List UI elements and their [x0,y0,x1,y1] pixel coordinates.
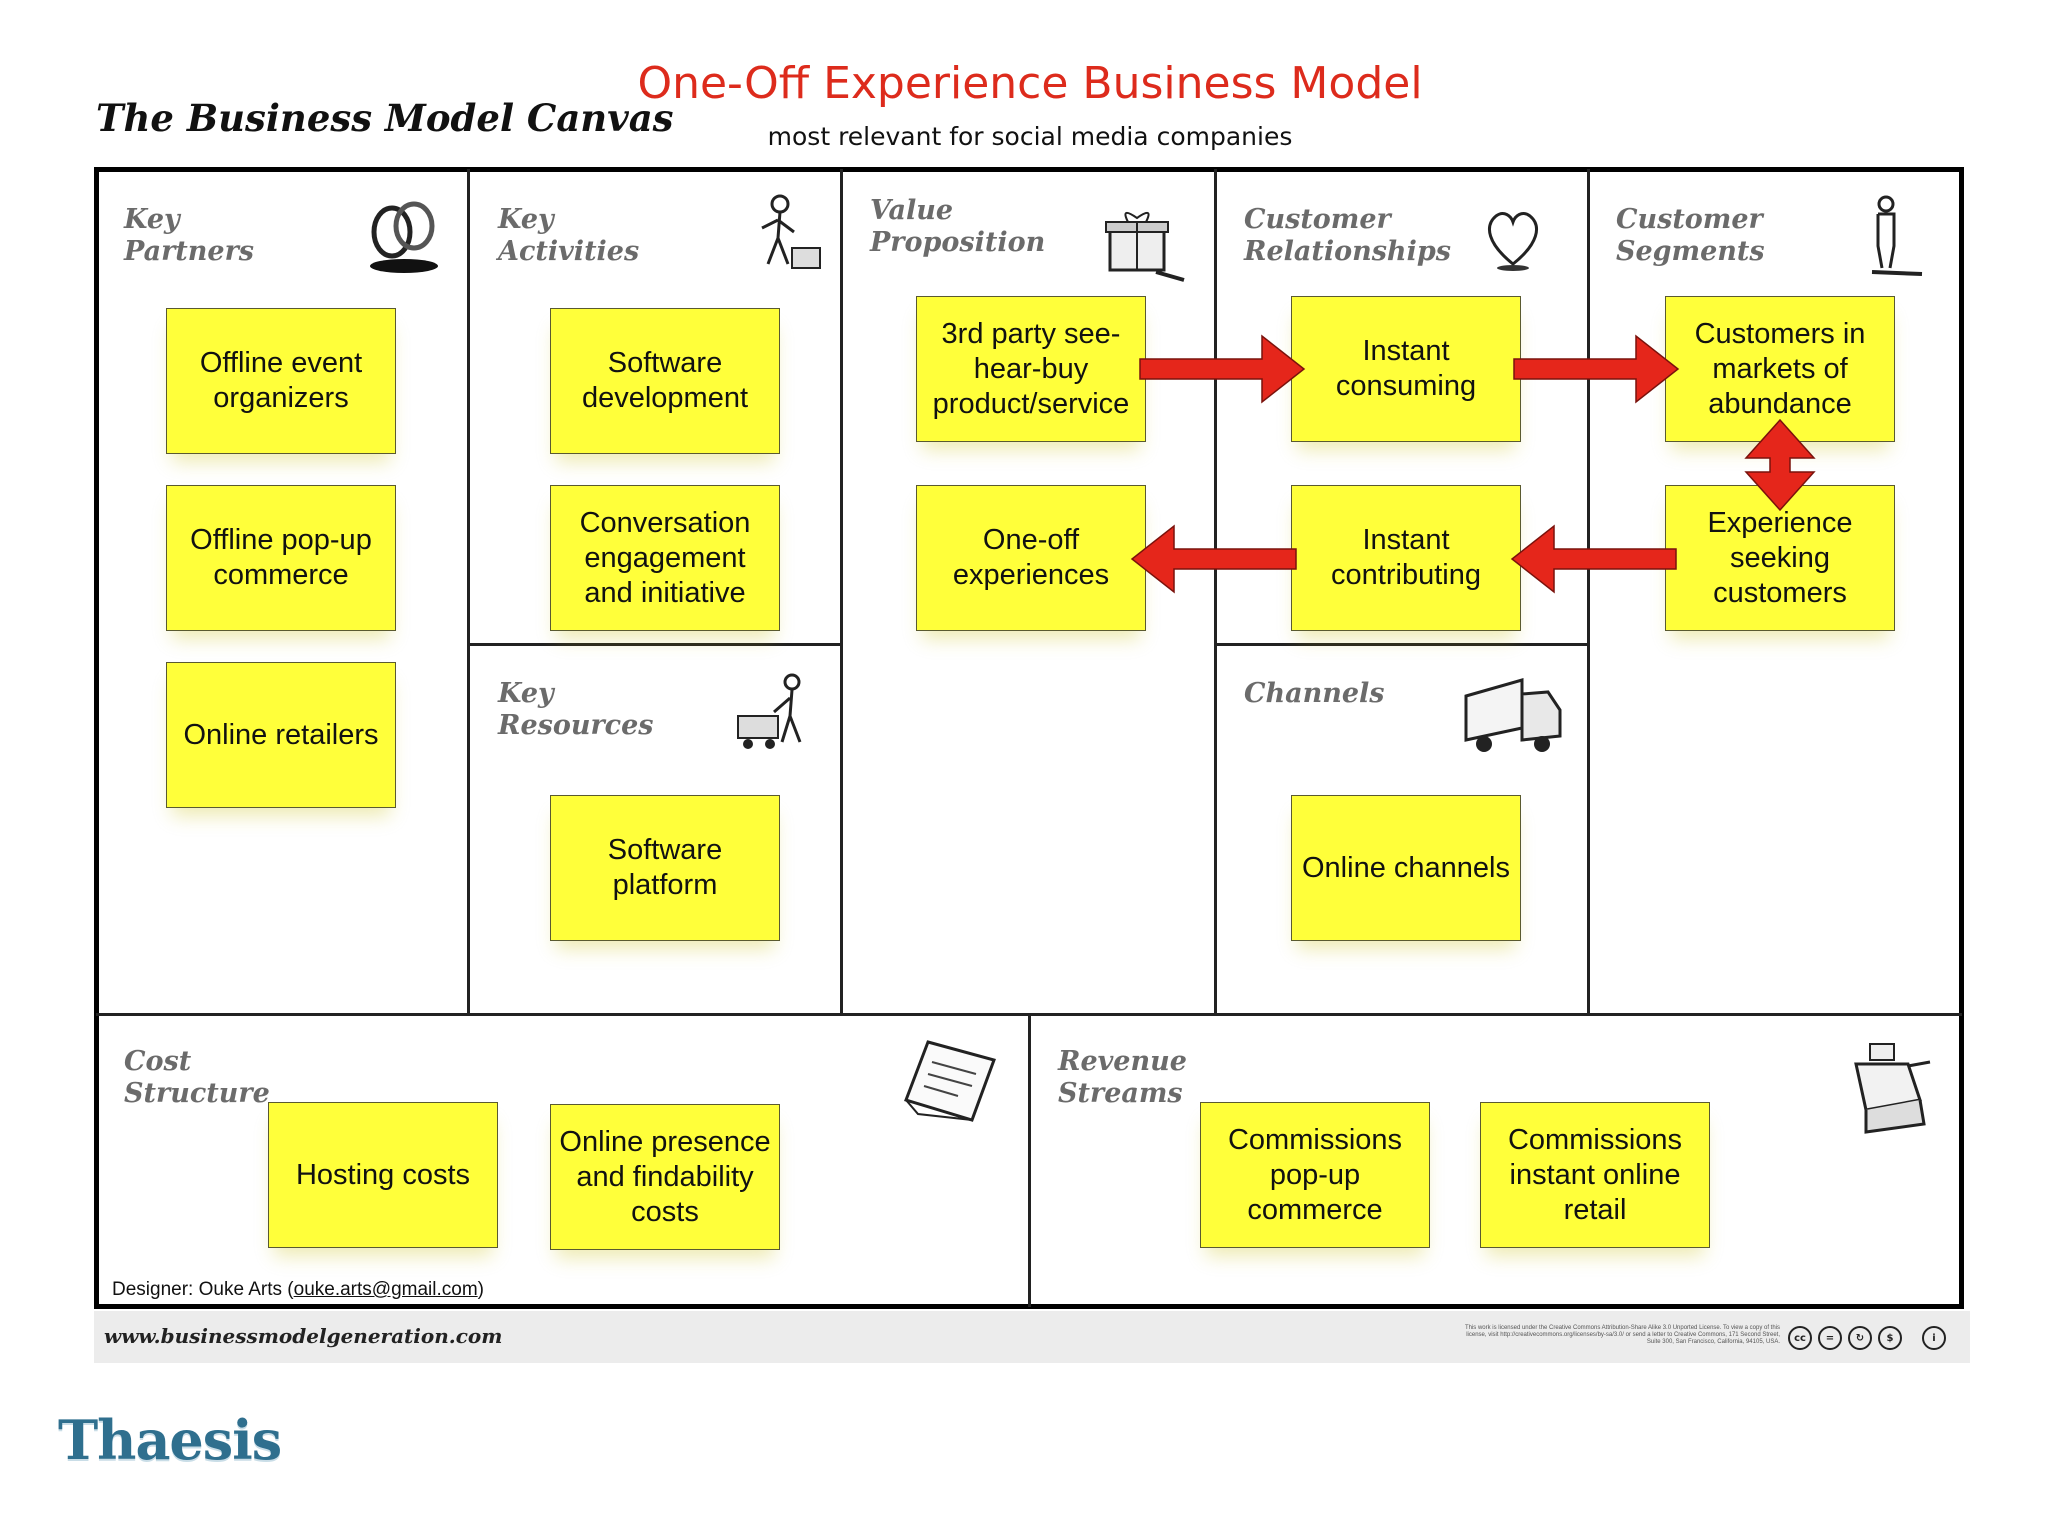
noncommercial-icon: $ [1878,1326,1902,1350]
arrow-cs-to-cr [1510,524,1677,594]
receipt-icon [904,1040,996,1122]
footer-bar [94,1311,1970,1363]
attribution-icon: i [1922,1326,1946,1350]
channels-label: Channels [1244,678,1385,709]
sticky-note: Conversation engagement and initiative [550,485,780,631]
heart-icon [1488,212,1538,271]
divider-bottom-section [96,1013,1962,1016]
cc-icon: cc [1788,1326,1812,1350]
sticky-note: Online presence and findability costs [550,1104,780,1250]
divider-cr-cs [1587,169,1590,1015]
rings-icon [370,201,438,273]
sticky-note: Software platform [550,795,780,941]
arrow-cr-to-cs [1513,334,1680,404]
footer-url[interactable]: www.businessmodelgeneration.com [104,1324,503,1348]
designer-email-link[interactable]: ouke.arts@gmail.com [293,1279,478,1300]
divider-cr-ch [1216,643,1588,646]
sticky-note: 3rd party see-hear-buy product/service [916,296,1146,442]
gift-icon [1105,211,1185,282]
main-title: One-Off Experience Business Model [637,58,1423,109]
sticky-note: Commissions pop-up commerce [1200,1102,1430,1248]
worker-icon [761,194,821,269]
divider-cost-revenue [1028,1015,1031,1307]
arrow-vp-to-cr [1139,334,1306,404]
divider-ka-kr [469,643,841,646]
sticky-note: Online retailers [166,662,396,808]
cash-register-icon [1854,1043,1931,1134]
divider-vp-cr [1214,169,1217,1015]
subtitle: most relevant for social media companies [767,122,1293,151]
truck-icon [1464,678,1562,752]
equals-icon: = [1818,1326,1842,1350]
license-text: This work is licensed under the Creative… [1464,1325,1780,1345]
sticky-note: Instant consuming [1291,296,1521,442]
designer-credit: Designer: Ouke Arts (ouke.arts@gmail.com… [112,1279,484,1300]
sticky-note: Offline pop-up commerce [166,485,396,631]
sticky-note: Hosting costs [268,1102,498,1248]
sticky-note: One-off experiences [916,485,1146,631]
sticky-note: Software development [550,308,780,454]
worker-cart-icon [737,673,802,749]
share-alike-icon: ↻ [1848,1326,1872,1350]
arrow-cr-to-vp [1130,524,1297,594]
sticky-note: Offline event organizers [166,308,396,454]
thaesis-logo: Thaesis [58,1408,282,1472]
divider-kp-ka [467,169,470,1015]
sticky-note: Instant contributing [1291,485,1521,631]
person-icon [1871,195,1923,276]
sticky-note: Online channels [1291,795,1521,941]
sticky-note: Commissions instant online retail [1480,1102,1710,1248]
sticky-note: Customers in markets of abundance [1665,296,1895,442]
arrow-segments-double [1744,418,1816,512]
divider-ka-vp [840,169,843,1015]
canvas-title: The Business Model Canvas [96,96,674,140]
